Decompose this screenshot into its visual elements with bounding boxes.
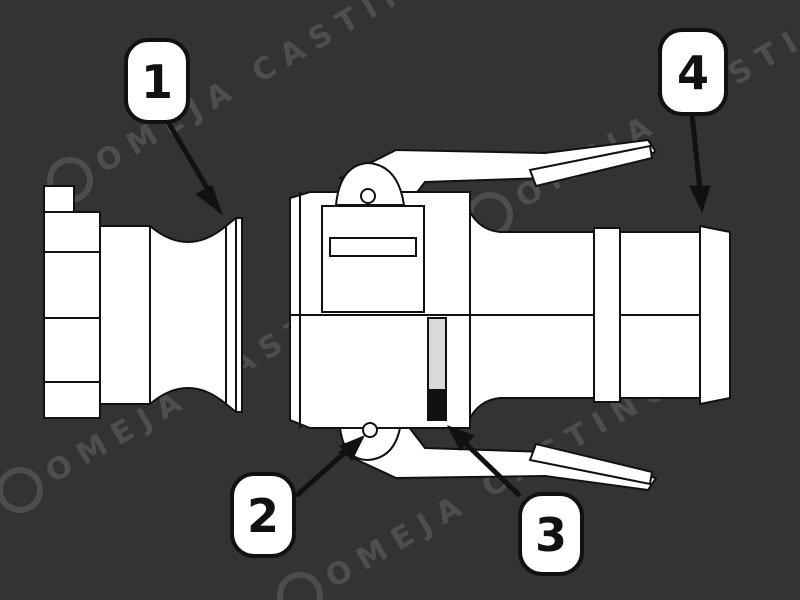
upper-pivot-pin-icon — [360, 188, 376, 204]
callout-3: 3 — [518, 492, 584, 576]
adapter-part — [43, 185, 243, 419]
gasket-seal-dark — [427, 391, 447, 421]
callout-4: 4 — [658, 28, 728, 116]
callout-label: 3 — [535, 508, 567, 562]
shank-ring — [593, 227, 621, 403]
arrow-4-shaft — [689, 113, 703, 191]
callout-label: 1 — [141, 55, 173, 109]
callout-1: 1 — [124, 38, 190, 124]
watermark-right: OMEJA CASTING — [467, 0, 800, 238]
arrow-4-head-icon — [689, 185, 711, 214]
callout-2: 2 — [230, 472, 296, 558]
callout-badge — [658, 28, 728, 116]
leader-arrows — [165, 113, 711, 498]
callout-badge — [124, 38, 190, 124]
shank-end-ring — [699, 224, 731, 406]
gasket-seal — [427, 317, 447, 391]
cam-window — [321, 205, 425, 313]
arrow-2-shaft — [294, 446, 352, 498]
watermark-logo-icon — [277, 572, 323, 600]
lower-cam-lever — [337, 420, 658, 492]
arrow-1-shaft — [165, 120, 215, 198]
arrow-3-head-icon — [446, 425, 475, 451]
watermark-logo-icon — [0, 467, 43, 513]
adapter-body — [99, 217, 243, 413]
cam-window-bar — [329, 237, 417, 257]
callout-label: 4 — [677, 46, 709, 100]
upper-lever-grip — [528, 144, 654, 188]
arrow-1-head-icon — [195, 185, 224, 216]
watermark-text: OMEJA CASTING — [510, 0, 800, 215]
coupler-part — [289, 138, 731, 492]
callout-label: 2 — [247, 489, 279, 543]
adapter-hex-nut — [43, 211, 101, 419]
callout-badge — [518, 492, 584, 576]
arrow-3-shaft — [460, 438, 522, 498]
callout-badge — [230, 472, 296, 558]
upper-pivot-ear — [334, 161, 406, 206]
lower-lever-grip — [528, 442, 654, 486]
lower-pivot-pin-icon — [362, 422, 378, 438]
arrow-2-head-icon — [339, 435, 366, 461]
